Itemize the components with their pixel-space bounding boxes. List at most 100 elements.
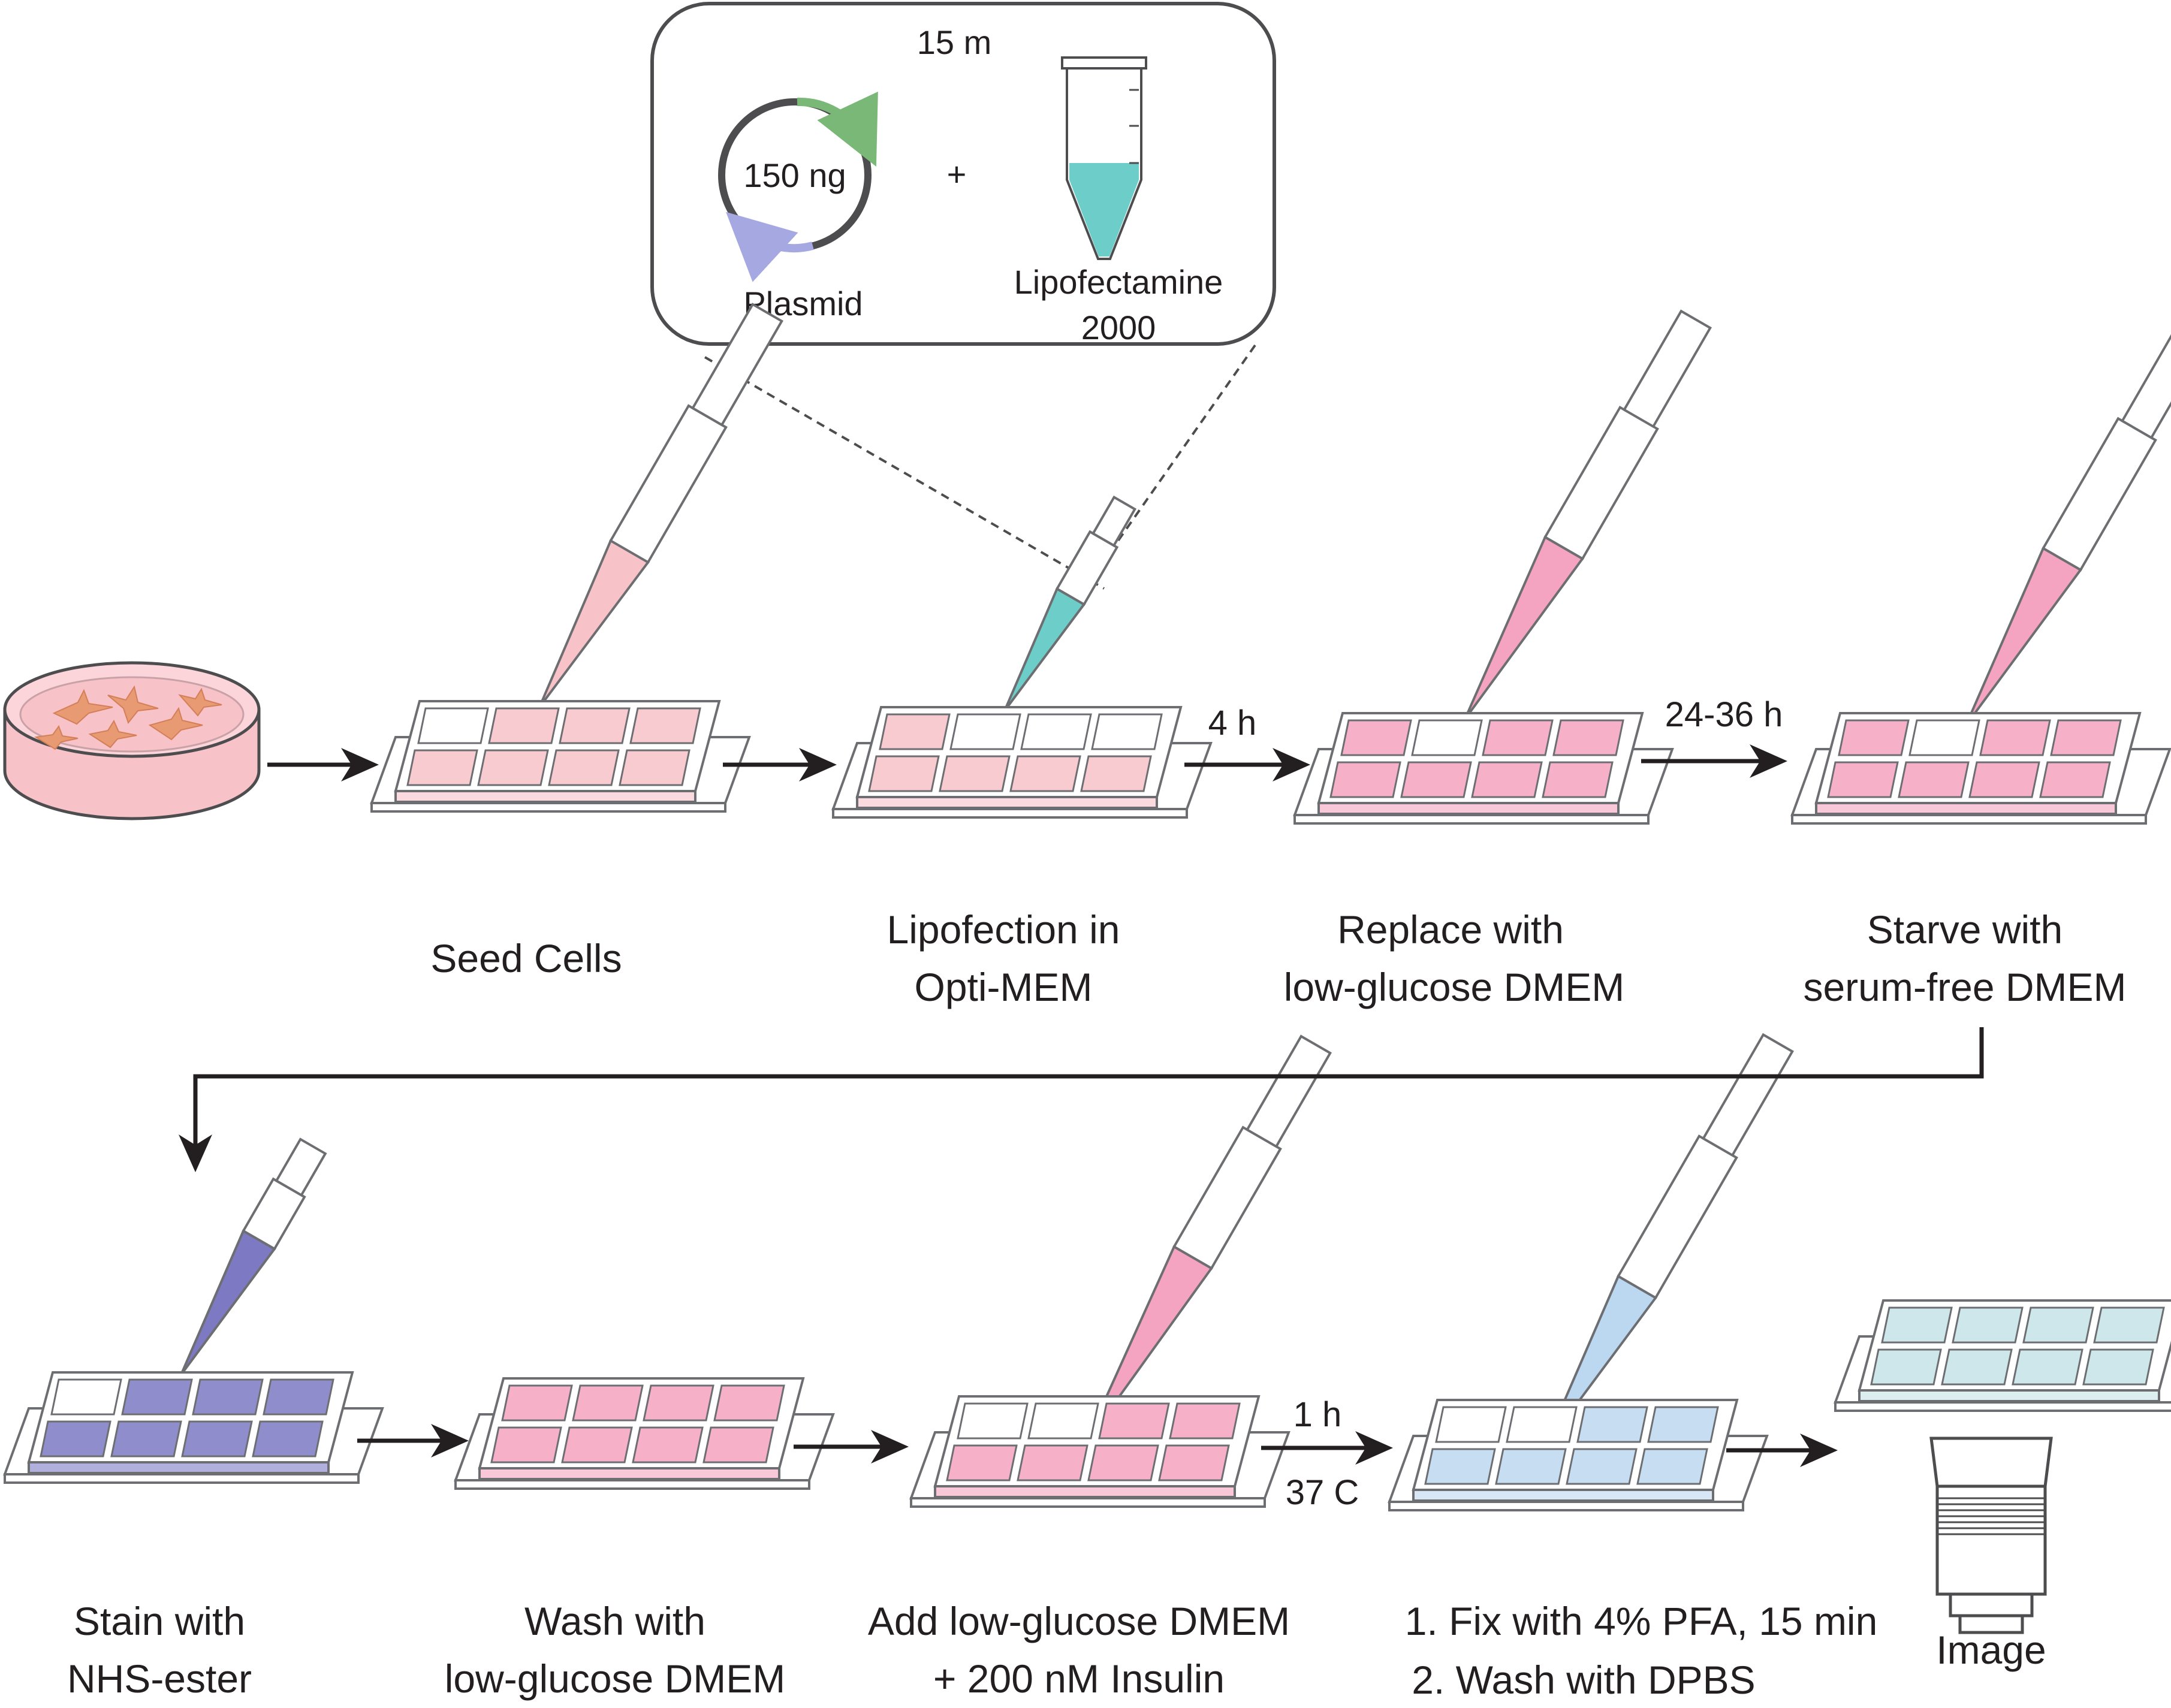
well <box>50 1378 122 1416</box>
well <box>1647 1406 1719 1443</box>
time-1h: 1 h <box>1293 1395 1342 1434</box>
plasmid-amount: 150 ng <box>743 156 846 194</box>
well <box>1340 719 1412 756</box>
well <box>949 713 1021 750</box>
well <box>868 755 940 792</box>
well <box>40 1420 111 1457</box>
well <box>559 707 631 744</box>
caption-lipofection-line1: Lipofection in <box>887 907 1120 952</box>
lipofectamine-tube-icon <box>1061 56 1147 260</box>
well <box>2050 719 2122 756</box>
well <box>1411 719 1483 756</box>
plus-sign: + <box>947 155 967 193</box>
well <box>181 1420 253 1457</box>
caption-image-line1: Image <box>1936 1628 2046 1672</box>
well <box>1329 761 1401 798</box>
well <box>2039 761 2111 798</box>
zoom-line-left <box>704 356 1105 590</box>
pipette-replace <box>1464 309 1712 720</box>
pipette-starve <box>1965 321 2171 726</box>
pipette-fix <box>1543 1033 1794 1449</box>
caption-add-line1: Add low-glucose DMEM <box>868 1599 1290 1643</box>
well <box>1087 1444 1159 1481</box>
well <box>1020 713 1092 750</box>
plate-stain <box>3 1371 384 1484</box>
well <box>1908 719 1980 756</box>
well-plates <box>3 700 2171 1511</box>
caption-wash-line2: low-glucose DMEM <box>445 1656 785 1701</box>
well <box>1542 761 1614 798</box>
well <box>490 1426 562 1463</box>
temp-37c: 37 C <box>1286 1473 1359 1512</box>
well <box>619 749 691 786</box>
well <box>1636 1448 1708 1485</box>
well <box>1482 719 1554 756</box>
well <box>192 1378 264 1416</box>
well <box>110 1420 182 1457</box>
well <box>417 707 489 744</box>
time-4h: 4 h <box>1208 704 1257 743</box>
well <box>1952 1306 2024 1344</box>
pipette-seed <box>538 303 783 708</box>
well <box>1091 713 1163 750</box>
well <box>1506 1406 1578 1443</box>
transfection-mix-inset: 15 m 150 ng + Plasmid Lipofectamine 2000 <box>650 2 1276 346</box>
well <box>946 1444 1018 1481</box>
well <box>1471 761 1543 798</box>
petri-dish-with-cells <box>3 661 261 820</box>
well <box>1576 1406 1648 1443</box>
zoom-line-right <box>1105 344 1256 559</box>
plasmid-green-arrow <box>797 91 878 167</box>
inset-time: 15 m <box>917 23 992 61</box>
well <box>1400 761 1472 798</box>
pipette-stain <box>180 1137 327 1376</box>
well <box>1009 755 1081 792</box>
caption-fix-line1: 1. Fix with 4% PFA, 15 min <box>1405 1599 1878 1643</box>
caption-fix-line2: 2. Wash with DPBS <box>1412 1658 1755 1702</box>
well <box>252 1420 324 1457</box>
reagent-label-line2: 2000 <box>1081 309 1156 346</box>
well <box>2082 1348 2154 1386</box>
well <box>548 749 620 786</box>
well <box>632 1426 704 1463</box>
pipette-teal <box>1003 495 1137 712</box>
well <box>879 713 951 750</box>
well <box>713 1384 785 1422</box>
well <box>1098 1402 1170 1440</box>
plate-wash <box>454 1377 835 1490</box>
well <box>1158 1444 1230 1481</box>
well <box>572 1384 644 1422</box>
well <box>1968 761 2040 798</box>
well <box>1017 1444 1088 1481</box>
well <box>1495 1448 1567 1485</box>
plate-seed <box>370 700 751 813</box>
plate-fix <box>1388 1399 1769 1511</box>
well <box>702 1426 774 1463</box>
well <box>263 1378 334 1416</box>
well <box>488 707 560 744</box>
well <box>1870 1348 1942 1386</box>
well <box>477 749 549 786</box>
well <box>629 707 701 744</box>
well <box>1898 761 1970 798</box>
caption-wash-line1: Wash with <box>524 1599 705 1643</box>
well <box>1424 1448 1496 1485</box>
well <box>939 755 1011 792</box>
caption-stain-line2: NHS-ester <box>67 1656 252 1701</box>
plasmid-icon <box>718 91 878 282</box>
plate-image <box>1834 1299 2171 1412</box>
well <box>1027 1402 1099 1440</box>
plate-lipofection <box>831 706 1213 819</box>
caption-replace-line1: Replace with <box>1337 907 1564 952</box>
well <box>1080 755 1152 792</box>
plate-starve <box>1790 712 2171 825</box>
well <box>121 1378 193 1416</box>
well <box>1979 719 2051 756</box>
time-24-36h: 24-36 h <box>1665 695 1783 734</box>
caption-replace-line2: low-glucose DMEM <box>1284 965 1624 1009</box>
microscope-objective-icon <box>1929 1437 2053 1634</box>
well <box>1169 1402 1241 1440</box>
well <box>2093 1306 2165 1344</box>
well <box>2022 1306 2094 1344</box>
